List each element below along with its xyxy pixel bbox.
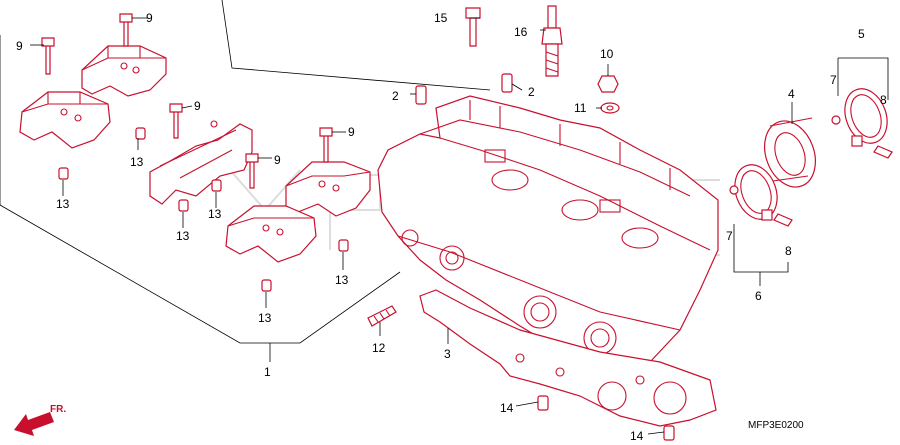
callout-15: 15 <box>434 11 448 25</box>
callout-2: 2 <box>392 89 399 103</box>
drawing-code: MFP3E0200 <box>748 420 804 431</box>
callout-10: 10 <box>600 47 614 61</box>
callout-3: 3 <box>444 347 451 361</box>
callout-13: 13 <box>176 229 190 243</box>
dowels-2 <box>415 73 513 105</box>
stud-bolt <box>465 7 481 47</box>
callout-2: 2 <box>528 85 535 99</box>
callout-13: 13 <box>335 273 349 287</box>
dowels-14 <box>537 395 675 441</box>
callout-11: 11 <box>574 101 587 115</box>
callout-13: 13 <box>208 207 222 221</box>
cylinder-head <box>377 95 719 369</box>
callout-14: 14 <box>630 429 644 443</box>
callout-14: 14 <box>500 401 514 415</box>
stud-12 <box>367 305 397 327</box>
callout-9: 9 <box>194 99 201 113</box>
group-bracket-1 <box>0 0 491 362</box>
clamp-screws <box>729 115 893 227</box>
callout-7: 7 <box>726 229 733 243</box>
spark-plug <box>541 5 563 77</box>
callout-9: 9 <box>16 39 23 53</box>
callout-16: 16 <box>514 25 528 39</box>
flange-bolts <box>41 13 333 189</box>
bearing-cap-left <box>19 91 111 149</box>
callout-4: 4 <box>788 87 795 101</box>
callout-9: 9 <box>146 11 153 25</box>
leader-lines <box>30 17 793 435</box>
callout-12: 12 <box>372 341 386 355</box>
bearing-cap-center <box>149 120 253 205</box>
callout-7: 7 <box>830 73 837 87</box>
callout-8: 8 <box>785 244 792 258</box>
callout-6: 6 <box>755 289 762 303</box>
callouts: 1 2 2 3 4 5 6 7 7 8 8 9 9 9 9 9 10 11 12… <box>16 11 887 443</box>
clamp-6 <box>734 164 778 221</box>
callout-5: 5 <box>858 27 865 41</box>
callout-13: 13 <box>56 197 70 211</box>
callout-13: 13 <box>130 155 144 169</box>
clamp-brackets <box>733 57 889 273</box>
callout-8: 8 <box>880 93 887 107</box>
bearing-cap-lower <box>225 205 317 263</box>
nut-washer <box>597 75 620 114</box>
callout-9: 9 <box>274 153 281 167</box>
clamp-5 <box>844 88 888 147</box>
callout-9: 9 <box>348 125 355 139</box>
front-marker: FR. <box>50 404 66 415</box>
head-gasket <box>419 289 717 427</box>
callout-1: 1 <box>264 365 271 379</box>
front-arrow-icon <box>14 412 54 436</box>
dowel-pins <box>58 127 349 292</box>
insulator <box>764 117 816 188</box>
callout-13: 13 <box>258 311 272 325</box>
bearing-cap-upper-left <box>81 45 167 97</box>
